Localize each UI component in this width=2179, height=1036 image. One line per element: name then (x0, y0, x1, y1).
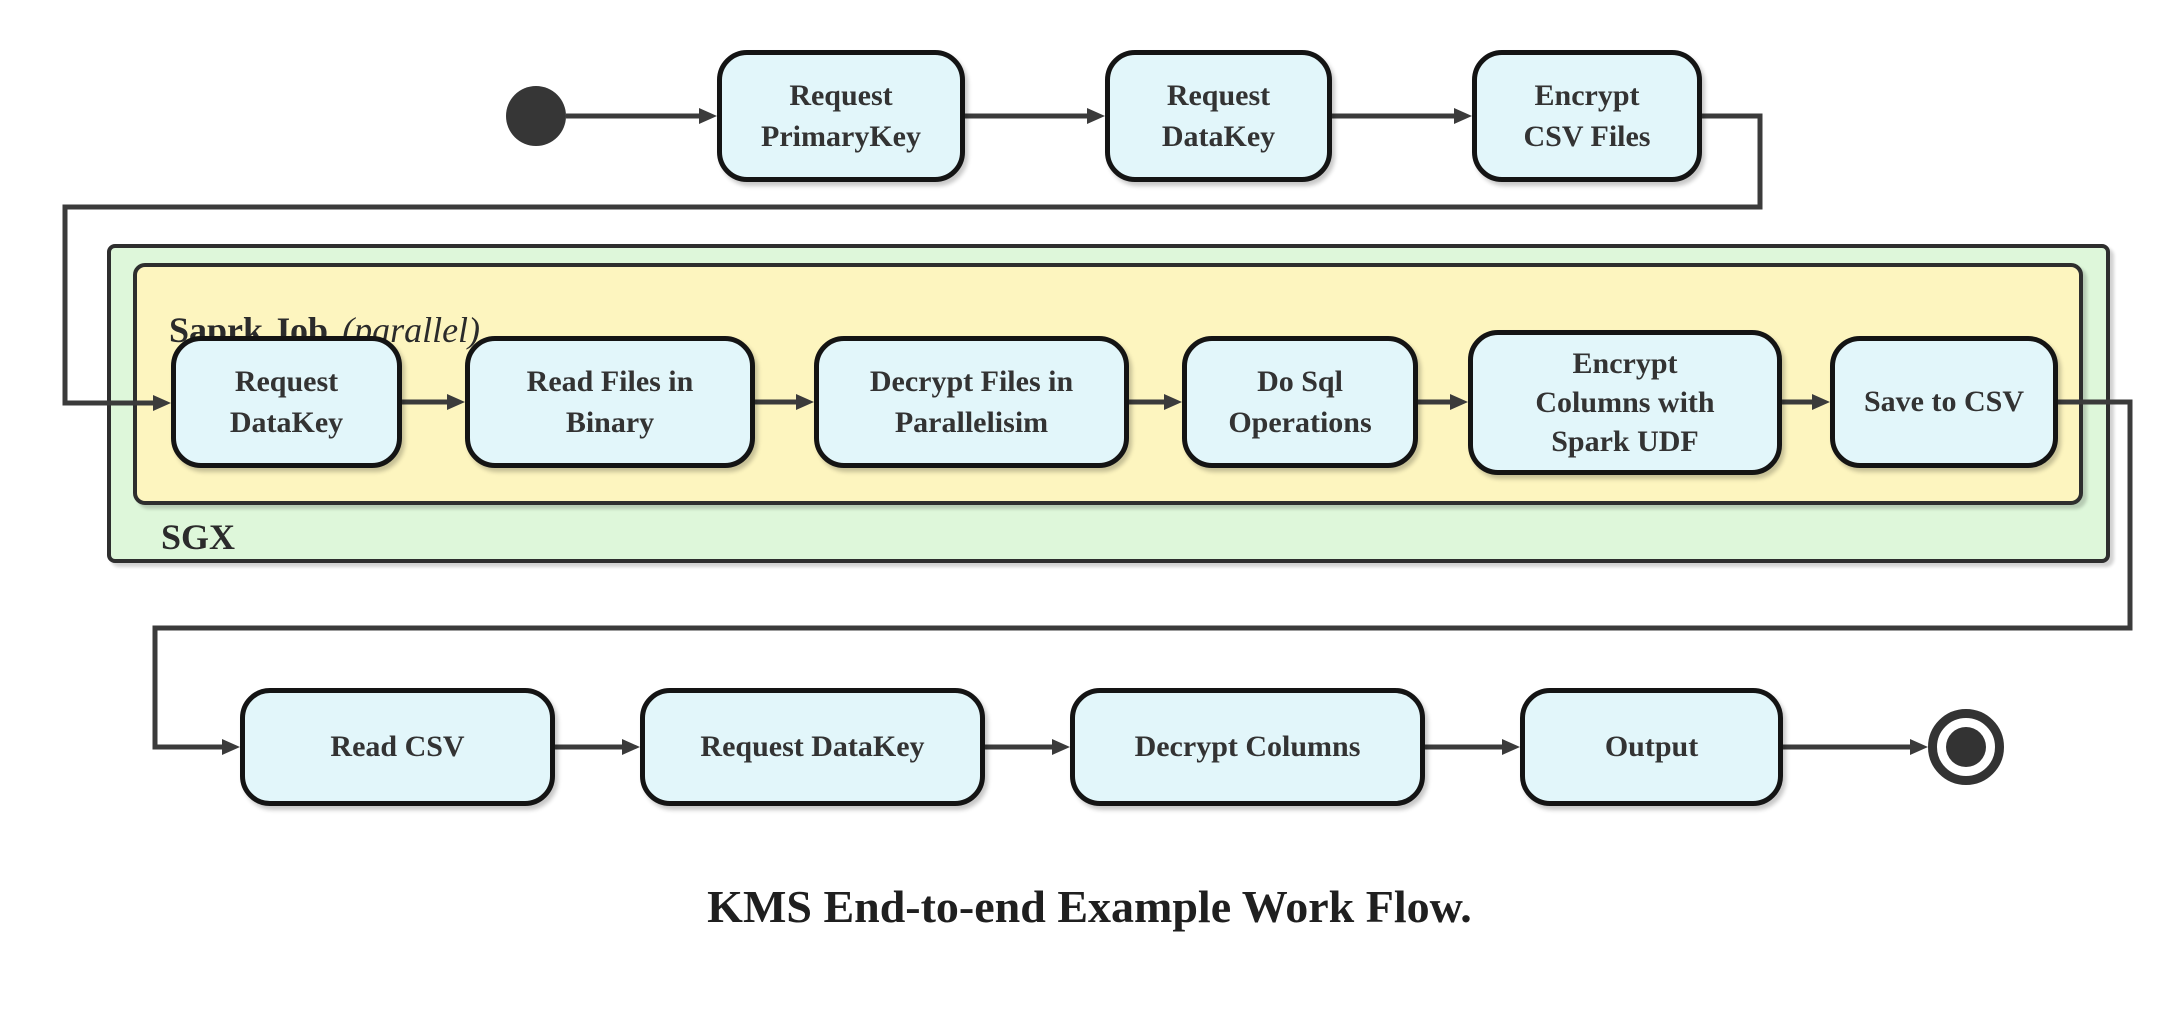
activity-request-datakey-bottom: Request DataKey (640, 688, 985, 806)
activity-do-sql-operations: Do Sql Operations (1182, 336, 1418, 468)
end-node-inner-dot (1946, 727, 1986, 767)
activity-output: Output (1520, 688, 1783, 806)
activity-encrypt-columns-with-spark-udf: Encrypt Columns with Spark UDF (1468, 330, 1782, 475)
activity-read-csv: Read CSV (240, 688, 555, 806)
diagram-caption: KMS End-to-end Example Work Flow. (707, 881, 1472, 932)
end-node-icon (1928, 709, 2004, 785)
activity-encrypt-csv-files: Encrypt CSV Files (1472, 50, 1702, 182)
activity-save-to-csv: Save to CSV (1830, 336, 2058, 468)
start-node-icon (506, 86, 566, 146)
sgx-label: SGX (161, 517, 236, 557)
activity-read-files-in-binary: Read Files in Binary (465, 336, 755, 468)
activity-request-datakey-sgx: Request DataKey (171, 336, 402, 468)
activity-decrypt-columns: Decrypt Columns (1070, 688, 1425, 806)
activity-request-primarykey: Request PrimaryKey (717, 50, 965, 182)
activity-decrypt-files-in-parallelism: Decrypt Files in Parallelisim (814, 336, 1129, 468)
activity-request-datakey-top: Request DataKey (1105, 50, 1332, 182)
